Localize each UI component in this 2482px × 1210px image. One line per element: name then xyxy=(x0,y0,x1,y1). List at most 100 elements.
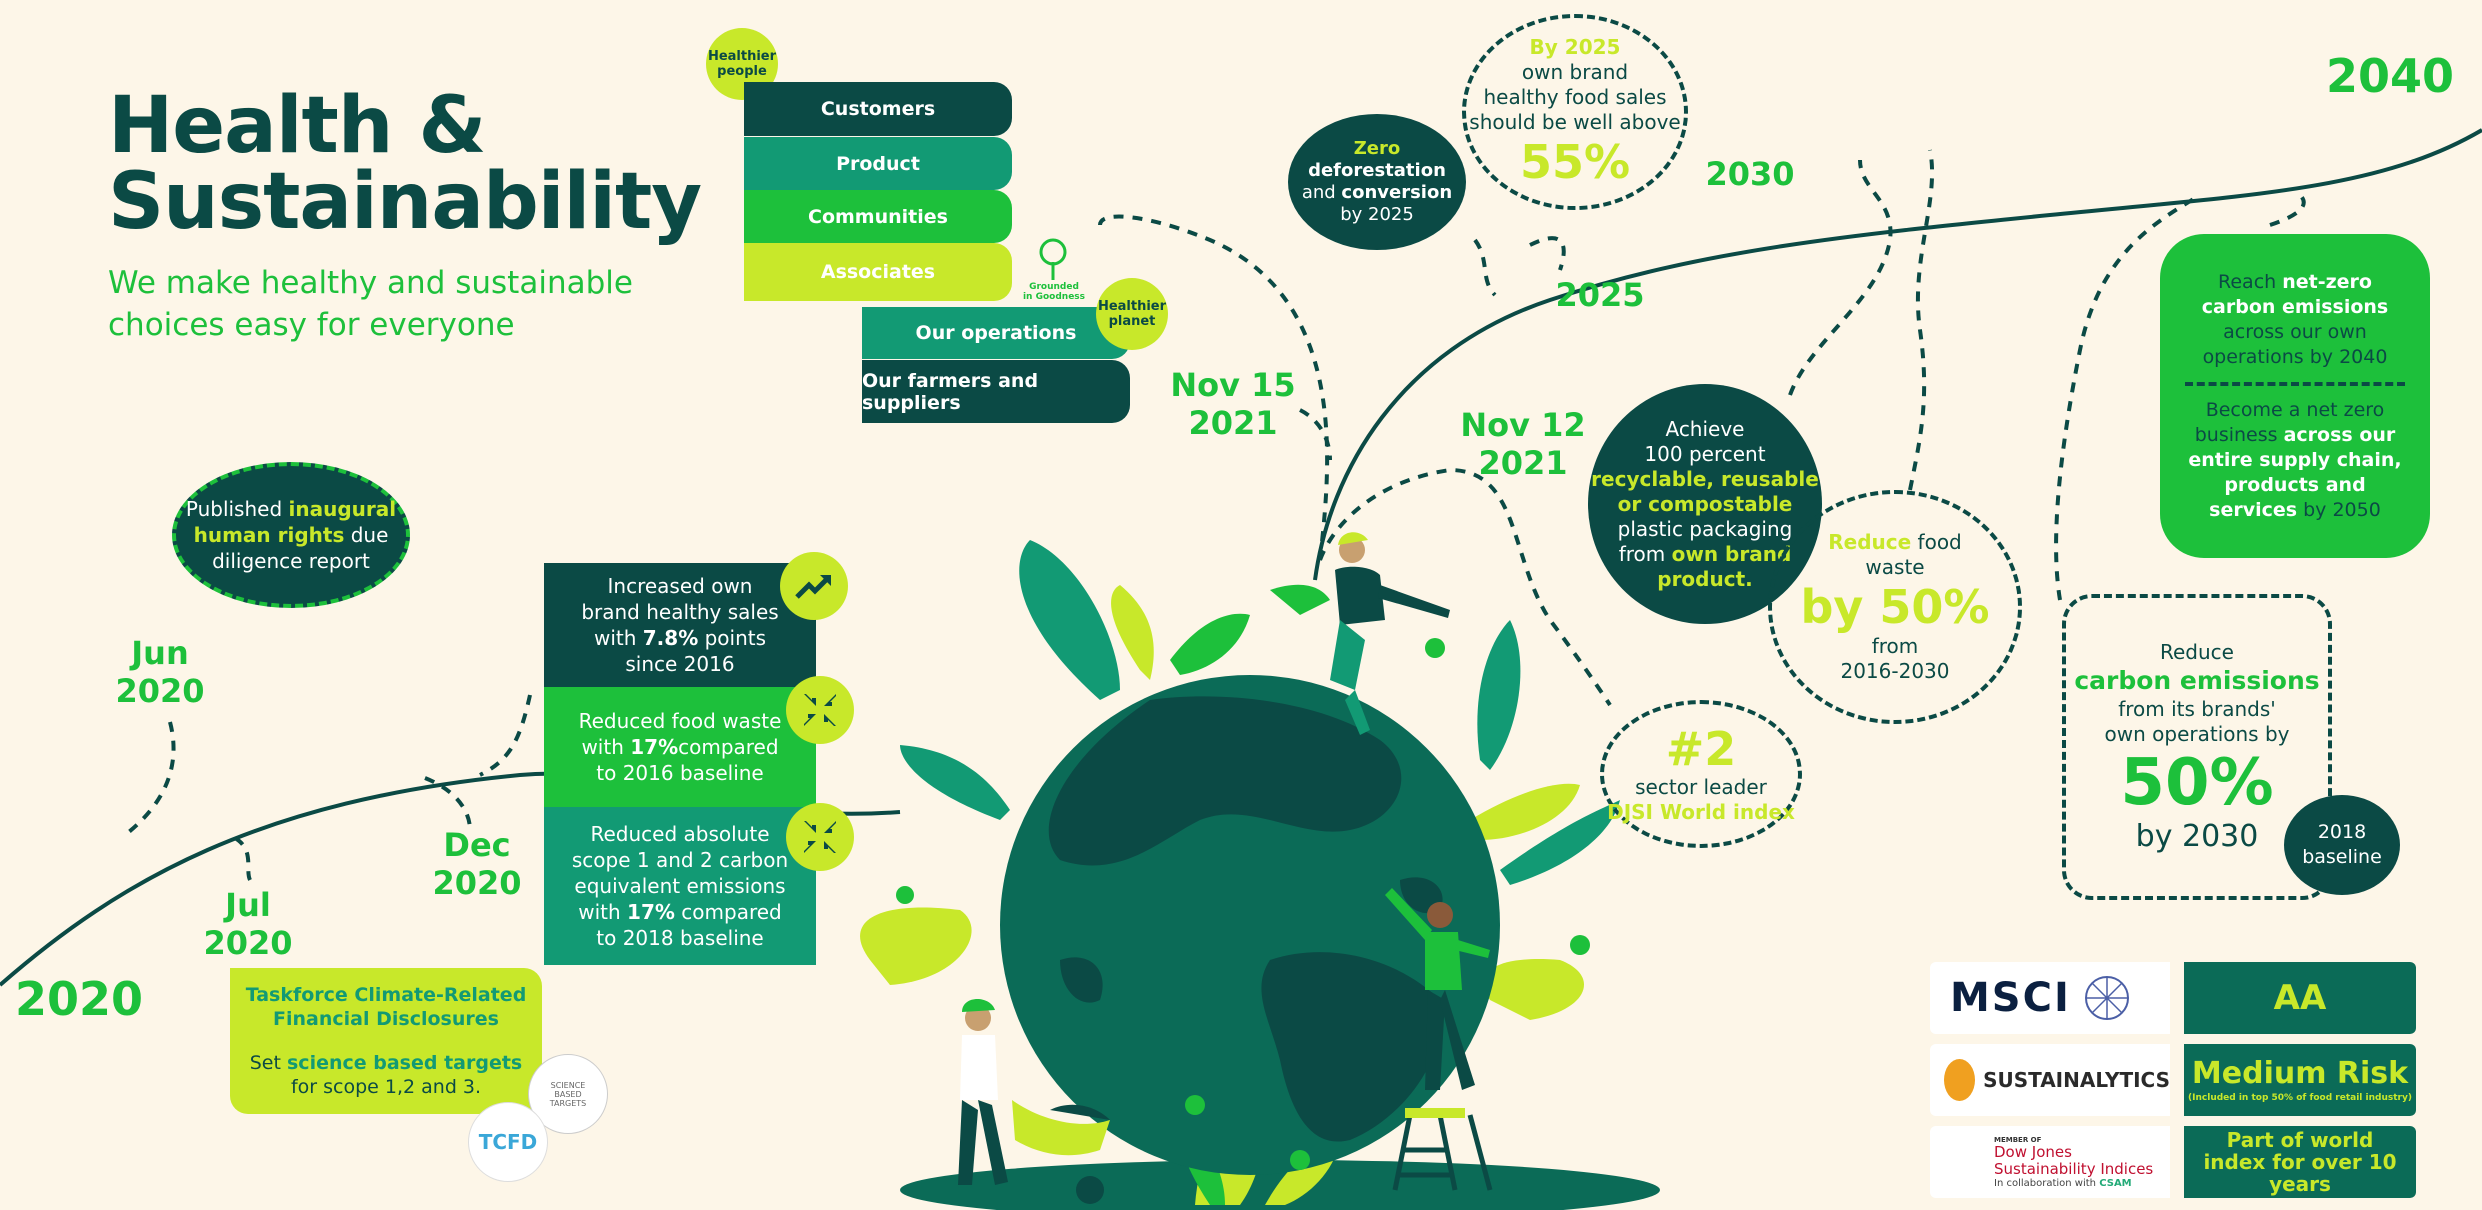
tcfd-hl3: science based targets xyxy=(287,1052,523,1074)
healthy-food-l3: healthy food sales xyxy=(1483,85,1667,109)
tcfd-hl1: Taskforce Climate-Related xyxy=(245,984,527,1006)
shrink-arrows-icon xyxy=(786,676,854,744)
grounded-line1: Grounded xyxy=(1029,282,1079,292)
msci-logo-text: MSCI xyxy=(1950,975,2071,1021)
sbt-logo-line2: BASED xyxy=(554,1089,582,1099)
packaging-hl4: product. xyxy=(1657,566,1753,591)
healthier-planet-line2: planet xyxy=(1108,314,1156,329)
net-zero-a-pre: Reach xyxy=(2218,270,2283,293)
page-title: Health & Sustainability xyxy=(108,81,702,247)
zero-deforestation-l2: deforestation xyxy=(1308,160,1446,181)
pillar-product: Product xyxy=(744,137,1012,190)
net-zero-b-pre: business xyxy=(2194,423,2284,446)
net-zero-a-b2: carbon emissions xyxy=(2201,295,2389,318)
msci-globe-icon xyxy=(2084,976,2129,1020)
food-waste-target-l1post: food xyxy=(1911,530,1962,554)
zero-deforestation-l3pre: and xyxy=(1301,182,1342,203)
nov12-year: 2021 xyxy=(1478,444,1568,482)
food-waste-target-l4: from xyxy=(1871,634,1919,658)
msci-logo: MSCI xyxy=(1930,962,2170,1034)
healthier-people-line2: people xyxy=(717,64,767,79)
food-waste-target: Reduce food waste by 50% from 2016-2030 xyxy=(1768,490,2022,724)
net-zero-target: Reach net-zero carbon emissions across o… xyxy=(2160,234,2430,558)
sustainalytics-rating: Medium Risk (Included in top 50% of food… xyxy=(2184,1044,2416,1116)
healthy-sales-l1: Increased own xyxy=(607,574,753,598)
djsi-sector-leader: #2 sector leader DJSI World index xyxy=(1600,700,1802,848)
net-zero-b-post: by 2050 xyxy=(2297,498,2381,521)
carbon-target-l4: own operations by xyxy=(2104,721,2290,746)
msci-rating: AA xyxy=(2184,962,2416,1034)
healthy-sales-achievement: Increased own brand healthy sales with 7… xyxy=(544,563,816,687)
food-waste-target-l2: waste xyxy=(1865,555,1925,579)
title-line-2: Sustainability xyxy=(108,157,702,247)
title-line-1: Health & xyxy=(108,81,487,171)
net-zero-a-l4: operations by 2040 xyxy=(2202,345,2388,368)
tcfd-logo: TCFD xyxy=(468,1102,548,1182)
djsi-logo-line2: Sustainability Indices xyxy=(1994,1159,2154,1178)
djsi-csam: CSAM xyxy=(2099,1177,2132,1189)
net-zero-b-b1: across our xyxy=(2283,423,2396,446)
dec-2020-month: Dec xyxy=(443,826,511,864)
human-rights-hl2: human rights xyxy=(193,523,345,547)
net-zero-divider xyxy=(2185,381,2405,386)
nov15-year: 2021 xyxy=(1188,404,1278,442)
nov12-month: Nov 12 xyxy=(1460,406,1586,444)
human-rights-hl1: inaugural xyxy=(288,497,397,521)
packaging-l5: plastic packaging xyxy=(1617,516,1793,541)
packaging-hl1: recyclable, reusable xyxy=(1591,466,1819,491)
sustainalytics-logo: SUSTAINALYTICS xyxy=(1930,1044,2170,1116)
emissions-achievement: Reduced absolute scope 1 and 2 carbon eq… xyxy=(544,807,816,965)
pillar-associates: Associates xyxy=(744,243,1012,301)
djsi-l2: sector leader xyxy=(1635,775,1767,799)
zero-deforestation-l3b: conversion xyxy=(1341,182,1453,203)
sustainalytics-rating-note: (Included in top 50% of food retail indu… xyxy=(2188,1093,2412,1103)
sustainalytics-logo-text: SUSTAINALYTICS xyxy=(1983,1068,2170,1092)
carbon-target-hl: carbon emissions xyxy=(2074,665,2320,695)
food-waste-target-l5: 2016-2030 xyxy=(1840,659,1950,683)
carbon-target-l3: from its brands' xyxy=(2118,696,2276,721)
food-waste-target-value: by 50% xyxy=(1800,580,1990,634)
packaging-hl3: own brand xyxy=(1671,541,1792,566)
pillar-our-operations: Our operations xyxy=(862,307,1130,359)
nov15-month: Nov 15 xyxy=(1170,366,1296,404)
year-2020-label: 2020 xyxy=(14,972,144,1026)
healthy-sales-l3post: points xyxy=(698,626,767,650)
food-waste-achievement: Reduced food waste with 17%compared to 2… xyxy=(544,687,816,807)
year-2030-label: 2030 xyxy=(1705,155,1795,193)
zero-deforestation-l1: Zero xyxy=(1353,138,1401,159)
net-zero-b-l1: Become a net zero xyxy=(2205,398,2385,421)
human-rights-post1: due xyxy=(344,523,389,547)
pillar-associates-label: Associates xyxy=(820,261,936,283)
healthy-food-2025-target: By 2025 own brand healthy food sales sho… xyxy=(1462,14,1688,210)
carbon-baseline-badge: 2018 baseline xyxy=(2284,795,2400,895)
grounded-line2: in Goodness xyxy=(1022,292,1086,302)
packaging-l2: 100 percent xyxy=(1644,441,1766,466)
shrink-arrows-icon-2 xyxy=(786,803,854,871)
healthier-planet-line1: Healthier xyxy=(1097,299,1167,314)
dec-2020-year: 2020 xyxy=(432,864,522,902)
djsi-member-label: MEMBER OF xyxy=(1994,1135,2042,1144)
zero-deforestation-target: Zero deforestation and conversion by 202… xyxy=(1288,114,1466,250)
carbon-baseline-label: baseline xyxy=(2302,846,2382,868)
emissions-l4pre: with xyxy=(578,900,628,924)
food-waste-l1: Reduced food waste xyxy=(578,709,782,733)
packaging-l6pre: from xyxy=(1618,541,1672,566)
djsi-hl: DJSI World index xyxy=(1607,800,1795,824)
carbon-baseline-year: 2018 xyxy=(2317,821,2367,843)
tcfd-post: for scope 1,2 and 3. xyxy=(290,1076,482,1098)
zero-deforestation-l4: by 2025 xyxy=(1340,204,1414,225)
healthy-food-l4: should be well above xyxy=(1469,110,1681,134)
jun-2020-year: 2020 xyxy=(115,672,205,710)
tcfd-pre: Set xyxy=(249,1052,287,1074)
packaging-hl2: or compostable xyxy=(1617,491,1793,516)
human-rights-milestone: Published inaugural human rights due dil… xyxy=(172,462,410,608)
sustainalytics-rating-value: Medium Risk xyxy=(2191,1056,2409,1091)
healthy-sales-value: 7.8% xyxy=(642,626,699,650)
food-waste-l2post: compared xyxy=(678,735,779,759)
sbt-logo: SCIENCE BASED TARGETS xyxy=(528,1054,608,1134)
emissions-l4post: compared xyxy=(674,900,782,924)
djsi-collab: In collaboration with xyxy=(1994,1177,2097,1189)
